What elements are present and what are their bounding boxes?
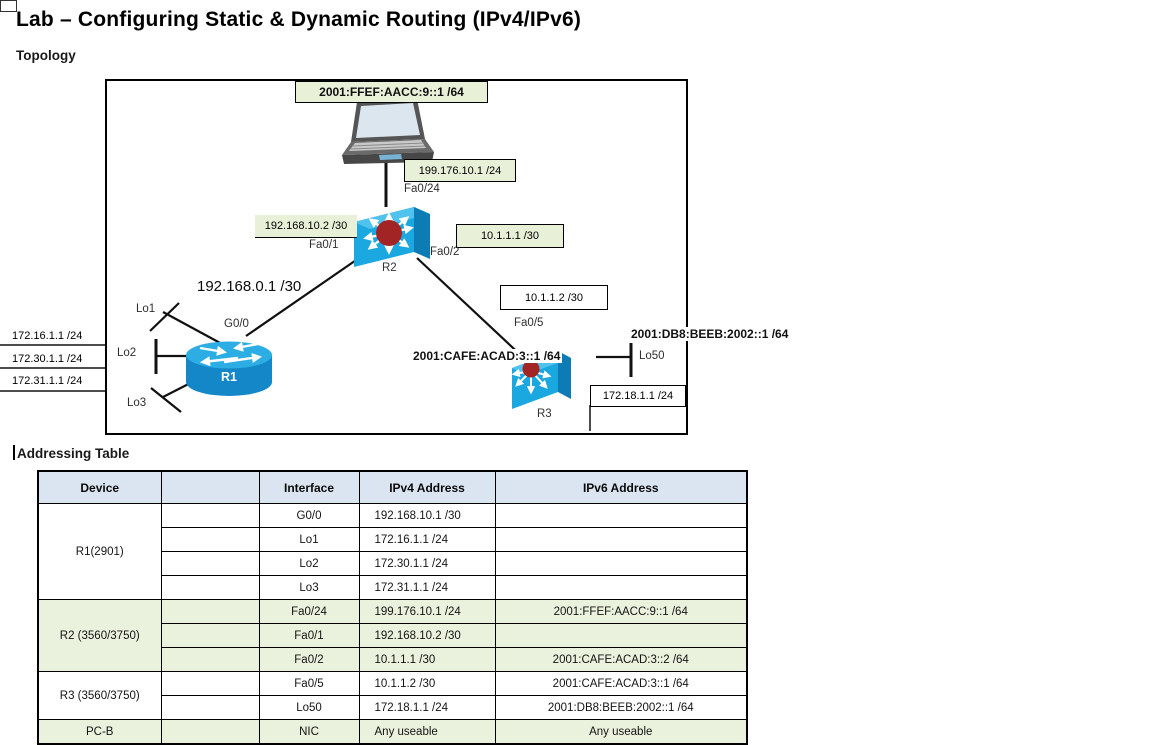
header-ipv6: IPv6 Address [494, 470, 748, 504]
cell-ipv4: 10.1.1.2 /30 [358, 671, 496, 696]
r3-fa05-ip-label: 10.1.1.2 /30 [500, 285, 608, 310]
table-row: R1(2901) G0/0 192.168.10.1 /30 [37, 503, 748, 600]
cell-interface: NIC [258, 719, 360, 745]
r2-fa02-ip-label: 10.1.1.1 /30 [456, 224, 564, 248]
cell-ipv6 [494, 503, 748, 528]
cell-ipv6 [494, 575, 748, 600]
cell-ipv4: 10.1.1.1 /30 [358, 647, 496, 672]
cell-interface: Lo2 [258, 551, 360, 576]
r3-fa05-ipv6-label: 2001:CAFE:ACAD:3::1 /64 [411, 349, 563, 363]
cell-blank [160, 647, 260, 672]
r3-lo50-ipv6-label: 2001:DB8:BEEB:2002::1 /64 [629, 327, 791, 341]
header-ipv4: IPv4 Address [358, 470, 496, 504]
cell-ipv4: 199.176.10.1 /24 [358, 599, 496, 624]
cell-interface: Lo3 [258, 575, 360, 600]
r1-lo1-ip-label: 172.16.1.1 /24 [12, 330, 83, 342]
header-blank [160, 470, 260, 504]
cell-blank [160, 719, 260, 745]
cell-ipv4: 172.16.1.1 /24 [358, 527, 496, 552]
r1-lo2-ip-label: 172.30.1.1 /24 [12, 353, 83, 365]
text-cursor [13, 445, 15, 460]
cell-interface: Fa0/2 [258, 647, 360, 672]
cell-blank [160, 575, 260, 600]
table-row: R2 (3560/3750) Fa0/24 199.176.10.1 /24 2… [37, 599, 748, 672]
r1-port-lo1-label: Lo1 [136, 303, 156, 315]
cell-blank [160, 527, 260, 552]
r1-lo3-ip-label: 172.31.1.1 /24 [12, 375, 83, 387]
addressing-table: Device Interface IPv4 Address IPv6 Addre… [37, 470, 748, 745]
table-row: Lo1 172.16.1.1 /24 [38, 527, 748, 552]
table-header-row: Device Interface IPv4 Address IPv6 Addre… [37, 470, 748, 504]
r1-port-lo2-label: Lo2 [117, 347, 137, 359]
table-row: Fa0/2 10.1.1.1 /30 2001:CAFE:ACAD:3::2 /… [38, 647, 748, 672]
r3-lo50-ip-label: 172.18.1.1 /24 [590, 385, 686, 407]
cell-ipv4: 172.30.1.1 /24 [358, 551, 496, 576]
cell-device-r1: R1(2901) [37, 503, 162, 600]
cell-ipv6: 2001:CAFE:ACAD:3::1 /64 [494, 671, 748, 696]
cell-ipv6: 2001:DB8:BEEB:2002::1 /64 [494, 695, 748, 720]
cell-blank [160, 671, 260, 696]
cell-ipv6: Any useable [494, 719, 748, 745]
cell-ipv4: 172.31.1.1 /24 [358, 575, 496, 600]
cell-device-r3: R3 (3560/3750) [37, 671, 162, 720]
pc-ipv4-label: 199.176.10.1 /24 [404, 159, 516, 182]
r1-port-g00-label: G0/0 [224, 318, 249, 330]
cell-ipv4: 172.18.1.1 /24 [358, 695, 496, 720]
cell-blank [160, 695, 260, 720]
topology-frame [105, 79, 688, 435]
page-corner-artifact [0, 0, 17, 12]
cell-interface: Lo1 [258, 527, 360, 552]
r1-port-lo3-label: Lo3 [127, 397, 147, 409]
cell-ipv4: 192.168.10.2 /30 [358, 623, 496, 648]
cell-ipv6 [494, 551, 748, 576]
cell-interface: Fa0/24 [258, 599, 360, 624]
r1-g00-ip-label: 192.168.0.1 /30 [197, 278, 302, 295]
cell-ipv6 [494, 527, 748, 552]
cell-device-pcb: PC-B [37, 719, 162, 745]
r2-fa01-ip-label: 192.168.10.2 /30 [255, 215, 357, 238]
r3-port-fa05-label: Fa0/5 [514, 317, 544, 329]
cell-interface: Fa0/1 [258, 623, 360, 648]
pc-ipv6-label: 2001:FFEF:AACC:9::1 /64 [295, 81, 488, 103]
r3-port-lo50-label: Lo50 [639, 350, 665, 362]
header-device: Device [37, 470, 162, 504]
cell-ipv4: Any useable [358, 719, 496, 745]
table-row: R3 (3560/3750) Fa0/5 10.1.1.2 /30 2001:C… [37, 671, 748, 720]
table-row: Lo50 172.18.1.1 /24 2001:DB8:BEEB:2002::… [38, 695, 748, 720]
r1-device-label: R1 [221, 370, 237, 384]
cell-interface: Lo50 [258, 695, 360, 720]
table-row: PC-B NIC Any useable Any useable [37, 719, 748, 745]
cell-blank [160, 623, 260, 648]
cell-ipv6 [494, 623, 748, 648]
cell-ipv4: 192.168.10.1 /30 [358, 503, 496, 528]
page-title: Lab – Configuring Static & Dynamic Routi… [16, 8, 582, 31]
cell-interface: Fa0/5 [258, 671, 360, 696]
r2-device-label: R2 [382, 262, 397, 274]
r2-port-fa01-label: Fa0/1 [309, 239, 339, 251]
cell-ipv6: 2001:FFEF:AACC:9::1 /64 [494, 599, 748, 624]
cell-blank [160, 551, 260, 576]
topology-heading: Topology [16, 48, 76, 63]
header-interface: Interface [258, 470, 360, 504]
table-row: Lo3 172.31.1.1 /24 [38, 575, 748, 600]
r2-port-fa02-label: Fa0/2 [430, 246, 460, 258]
r3-device-label: R3 [537, 408, 552, 420]
addressing-table-heading: Addressing Table [17, 446, 130, 461]
cell-ipv6: 2001:CAFE:ACAD:3::2 /64 [494, 647, 748, 672]
r2-port-fa024-label: Fa0/24 [404, 183, 440, 195]
cell-blank [160, 599, 260, 624]
cell-interface: G0/0 [258, 503, 360, 528]
cell-blank [160, 503, 260, 528]
cell-device-r2: R2 (3560/3750) [37, 599, 162, 672]
